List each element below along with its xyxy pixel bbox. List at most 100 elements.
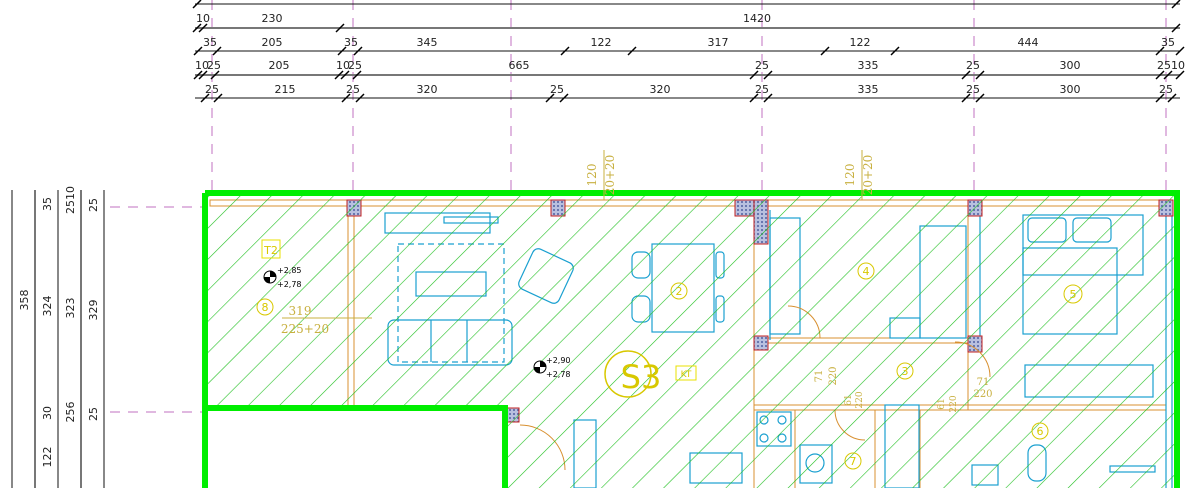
- dim: 25: [755, 59, 769, 72]
- dim: 323: [64, 298, 77, 319]
- dim: 30: [41, 406, 54, 420]
- dimension-tick: [1163, 70, 1173, 80]
- dimension-tick: [353, 46, 363, 56]
- dimension-tick: [560, 46, 570, 56]
- dimension-tick: [193, 70, 203, 80]
- dimension-tick: [334, 70, 344, 80]
- dim: 25: [87, 407, 100, 421]
- dim: 25: [205, 83, 219, 96]
- svg-text:120: 120: [843, 164, 857, 187]
- svg-text:120: 120: [585, 164, 599, 187]
- dimension-tick: [627, 46, 637, 56]
- room-number: 7: [850, 455, 857, 468]
- dim: 329: [87, 300, 100, 321]
- dimension-tick: [975, 70, 985, 80]
- dimension-tick: [200, 93, 210, 103]
- svg-text:+2,78: +2,78: [277, 280, 302, 289]
- dim: 320: [417, 83, 438, 96]
- dim: 444: [1018, 36, 1039, 49]
- dim: 35: [1161, 36, 1175, 49]
- terrace-tag: T2: [263, 244, 278, 257]
- svg-text:+2,90: +2,90: [546, 356, 571, 365]
- dim: 324: [41, 296, 54, 317]
- dimension-tick: [820, 46, 830, 56]
- dim: 122: [41, 447, 54, 468]
- dim: 25: [755, 83, 769, 96]
- svg-text:319: 319: [289, 304, 312, 318]
- dimension-tick: [559, 93, 569, 103]
- dimension-tick: [355, 93, 365, 103]
- svg-text:220: 220: [949, 395, 959, 412]
- dimension-tick: [1155, 70, 1165, 80]
- unit-label: S3: [621, 358, 662, 396]
- svg-text:61: 61: [937, 398, 947, 409]
- dimension-tick: [1155, 46, 1165, 56]
- dim: 25: [348, 59, 362, 72]
- dimension-tick: [763, 70, 773, 80]
- dimension-tick: [210, 70, 220, 80]
- dimension-tick: [961, 93, 971, 103]
- dimension-tick: [749, 93, 759, 103]
- dim: 215: [275, 83, 296, 96]
- svg-text:20+20: 20+20: [603, 155, 617, 196]
- dimension-tick: [1171, 23, 1181, 33]
- svg-text:+2,78: +2,78: [546, 370, 571, 379]
- window-label-2: 120 20+20: [843, 150, 875, 200]
- room-number: 4: [863, 265, 870, 278]
- elevation-marker: +2,90 +2,78: [533, 356, 571, 379]
- dim: 1420: [743, 12, 771, 25]
- svg-text:20+20: 20+20: [861, 155, 875, 196]
- dimension-tick: [1167, 93, 1177, 103]
- dim: 35: [203, 36, 217, 49]
- dimension-tick: [193, 46, 203, 56]
- room-number: 2: [676, 285, 683, 298]
- dimension-tick: [212, 46, 222, 56]
- dim: 335: [858, 59, 879, 72]
- dim: 25: [550, 83, 564, 96]
- dimension-tick: [1175, 70, 1185, 80]
- dim: 10: [196, 12, 210, 25]
- kitchen-tag: KT: [681, 370, 692, 380]
- dimension-tick: [337, 46, 347, 56]
- dimension-tick: [213, 93, 223, 103]
- room-number: 3: [902, 365, 909, 378]
- dim: 10: [1171, 59, 1185, 72]
- dimension-tick: [340, 70, 350, 80]
- dimension-tick: [975, 93, 985, 103]
- left-dimensions: 358 35 324 30 122 2510 323 256 25 329 25: [11, 186, 105, 488]
- door-labels: 71 220 71 220 61 220 61 220: [814, 366, 993, 412]
- svg-text:71: 71: [814, 370, 825, 383]
- dimension-tick: [192, 23, 202, 33]
- dimension-tick: [335, 23, 345, 33]
- dimension-tick: [961, 70, 971, 80]
- dim: 256: [64, 402, 77, 423]
- svg-text:71: 71: [977, 377, 990, 388]
- svg-text:220: 220: [855, 391, 865, 408]
- dim: 35: [344, 36, 358, 49]
- dimension-tick: [1171, 0, 1181, 9]
- dim: 25: [207, 59, 221, 72]
- dimension-tick: [545, 93, 555, 103]
- unit-outline: [202, 190, 1180, 488]
- dimension-tick: [198, 23, 208, 33]
- dim: 335: [858, 83, 879, 96]
- dim: 665: [509, 59, 530, 72]
- dimension-tick: [890, 46, 900, 56]
- window-label-1: 120 20+20: [585, 150, 617, 200]
- dim: 25: [87, 198, 100, 212]
- dim: 345: [417, 36, 438, 49]
- dim: 300: [1060, 59, 1081, 72]
- dim: 122: [850, 36, 871, 49]
- dimension-tick: [192, 0, 202, 9]
- svg-text:220: 220: [828, 366, 839, 385]
- dim: 2510: [64, 186, 77, 214]
- terrace-door-label: 319 225+20: [281, 304, 372, 336]
- dim: 25: [346, 83, 360, 96]
- dimension-tick: [341, 93, 351, 103]
- dim: 10: [195, 59, 209, 72]
- room-tags: T2 S3 KT 2 3 4 5 6 7 8: [256, 239, 1083, 470]
- dimension-tick: [763, 93, 773, 103]
- hatched-area: [205, 193, 1177, 488]
- dimension-tick: [1155, 93, 1165, 103]
